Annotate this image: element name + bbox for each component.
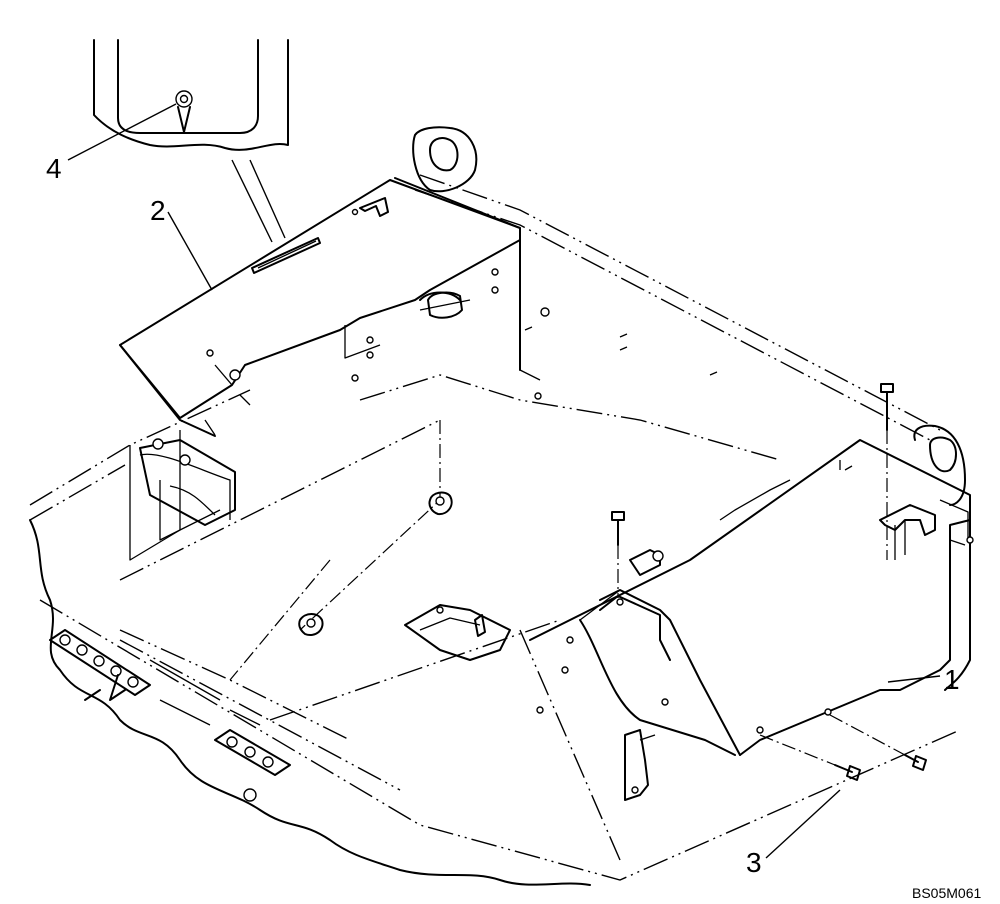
bolt-lower-right [829, 714, 927, 771]
bolt-hole [824, 708, 832, 716]
cover-panel-2 [119, 179, 521, 437]
callout-label: 3 [746, 847, 762, 878]
chassis-frame-phantom [29, 174, 961, 881]
bolt-3 [759, 734, 861, 781]
floor-brackets [298, 491, 656, 801]
bolt-top-right [880, 383, 894, 560]
cover-panel-1 [529, 439, 974, 756]
detail-fastener-icon [175, 90, 193, 133]
callout-label: 4 [46, 153, 62, 184]
detail-reference-line [249, 159, 286, 239]
callout-4: 4 [46, 103, 177, 184]
callout-2: 2 [150, 195, 213, 291]
callout-3: 3 [746, 789, 841, 878]
bolt-mid [611, 511, 625, 598]
bolt-hole [756, 726, 764, 734]
detail-reference-line [231, 159, 273, 243]
frame-rear-wall [351, 126, 718, 400]
drawing-code: BS05M061 [912, 885, 981, 901]
callout-label: 2 [150, 195, 166, 226]
lower-bolt-strip [49, 629, 291, 802]
frame-left-side [29, 430, 591, 886]
callout-1: 1 [887, 664, 960, 695]
callout-label: 1 [944, 664, 960, 695]
frame-right-tower [913, 424, 971, 691]
detail-inset [93, 39, 289, 151]
